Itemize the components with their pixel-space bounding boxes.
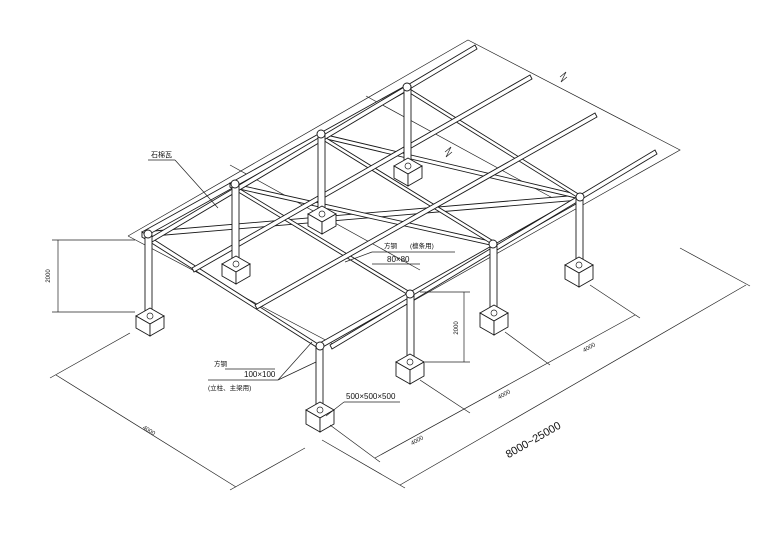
column-label-main: 方钢 — [214, 359, 228, 368]
main-beams — [141, 85, 584, 349]
dimension-height-right: 2000 — [420, 291, 470, 363]
footing — [564, 256, 594, 288]
column-size: 100×100 — [244, 370, 276, 379]
roof-label: 石棉瓦 — [151, 150, 172, 159]
footing — [135, 307, 165, 337]
footing — [479, 304, 509, 336]
footing — [305, 401, 335, 433]
dimension-height-left: 2000 — [46, 239, 135, 313]
footing — [395, 353, 425, 385]
column-annotation: 方钢 100×100 (立柱、主梁用) — [208, 341, 317, 392]
break-marks — [444, 71, 568, 158]
column-label-sub: (立柱、主梁用) — [208, 383, 251, 392]
footing — [393, 157, 423, 187]
span-3-label: 4000 — [582, 342, 597, 354]
roof-annotation: 石棉瓦 — [148, 150, 219, 209]
purlin-size: 80×80 — [387, 255, 410, 264]
joint-caps — [143, 82, 585, 351]
footing — [221, 255, 251, 285]
purlin-label-sub: (檩条用) — [410, 241, 434, 250]
span-1-label: 4000 — [410, 435, 425, 447]
footing-size: 500×500×500 — [346, 392, 396, 401]
height-left-label: 2000 — [46, 269, 52, 283]
dimension-width: 4000 — [49, 332, 306, 491]
footing — [307, 205, 337, 235]
purlin-annotation: 方钢 (檩条用) 80×80 — [344, 241, 455, 265]
footings — [135, 157, 594, 433]
height-right-label: 2000 — [454, 321, 460, 335]
span-2-label: 4000 — [497, 389, 512, 401]
purlin-label-main: 方钢 — [384, 241, 398, 250]
overall-length-label: 8000~25000 — [504, 420, 563, 461]
footing-annotation: 500×500×500 — [325, 392, 400, 417]
